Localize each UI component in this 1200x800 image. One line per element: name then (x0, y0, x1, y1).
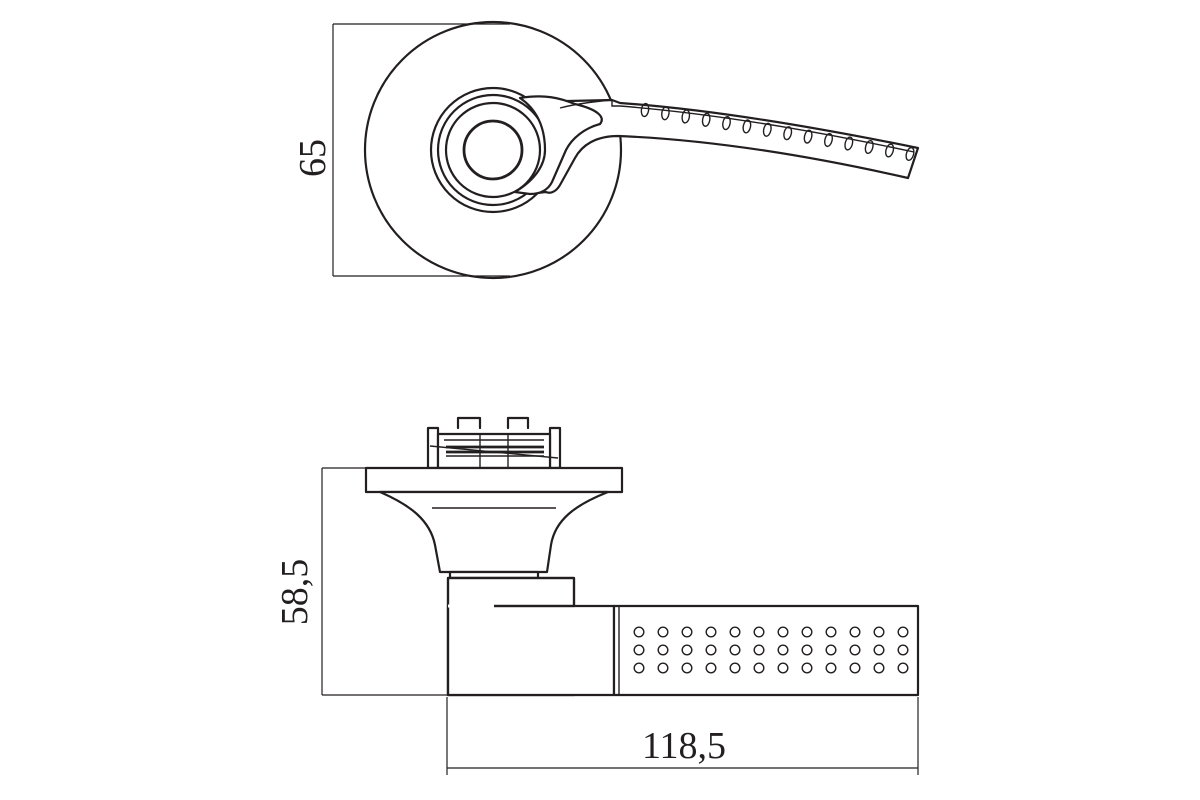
lever-dot (864, 139, 874, 155)
grip-dot (633, 662, 645, 674)
grip-dot (681, 626, 693, 638)
side-view: 58,5 118,5 (274, 416, 920, 775)
grip-dot (801, 626, 813, 638)
top-view: 65 (292, 20, 920, 280)
grip-dot (825, 626, 837, 638)
lever-neck-join (513, 95, 603, 196)
lever-dot (803, 129, 813, 144)
lever-grip (612, 604, 920, 697)
lever-dot (762, 122, 772, 137)
mounting-bracket (426, 416, 562, 470)
grip-dot (825, 644, 837, 656)
grip-dots (633, 626, 909, 674)
grip-dot (873, 662, 885, 674)
grip-dot (849, 662, 861, 674)
rose-outer-circle (363, 20, 623, 280)
grip-dot (657, 626, 669, 638)
side-view-height-label: 58,5 (274, 559, 316, 626)
top-view-height-label: 65 (292, 139, 334, 177)
grip-dot (849, 644, 861, 656)
grip-dot (705, 644, 717, 656)
grip-dot (681, 662, 693, 674)
grip-dot (729, 662, 741, 674)
grip-dot (873, 644, 885, 656)
grip-dot (849, 626, 861, 638)
grip-dot (633, 644, 645, 656)
grip-dot (633, 626, 645, 638)
neck-ring-inner (444, 101, 542, 199)
lever-arm (503, 98, 920, 198)
lever-dot (661, 106, 670, 121)
grip-dot (753, 662, 765, 674)
grip-dot (657, 662, 669, 674)
lever-dot (681, 109, 691, 124)
grip-dot (657, 644, 669, 656)
grip-dot (705, 662, 717, 674)
lever-dot (783, 126, 793, 141)
lever-dot (640, 102, 650, 118)
grip-dot (873, 626, 885, 638)
grip-dot (801, 662, 813, 674)
lever-dot (905, 146, 915, 162)
lever-dot (701, 112, 711, 127)
lever-dot (844, 136, 854, 151)
grip-dot (681, 644, 693, 656)
grip-dot (897, 626, 909, 638)
rose-plate (364, 466, 624, 494)
side-view-length-dimension: 118,5 (446, 697, 919, 775)
grip-dot (897, 662, 909, 674)
grip-dot (825, 662, 837, 674)
grip-dot (705, 626, 717, 638)
lever-dots (640, 102, 915, 162)
side-view-height-dimension: 58,5 (274, 467, 448, 696)
grip-dot (777, 662, 789, 674)
lever-dot (823, 132, 834, 148)
grip-dot (777, 644, 789, 656)
lever-dot (742, 119, 752, 134)
grip-dot (753, 644, 765, 656)
grip-dot (729, 626, 741, 638)
grip-dot (897, 644, 909, 656)
grip-dot (729, 644, 741, 656)
lever-body (446, 604, 616, 697)
side-view-length-label: 118,5 (642, 725, 726, 767)
lever-dot (722, 115, 731, 131)
grip-dot (801, 644, 813, 656)
grip-dot (777, 626, 789, 638)
flared-neck (378, 490, 610, 574)
top-view-height-dimension: 65 (292, 23, 510, 277)
lever-dot (885, 143, 895, 158)
grip-dot (753, 626, 765, 638)
spindle-hole (462, 119, 524, 181)
